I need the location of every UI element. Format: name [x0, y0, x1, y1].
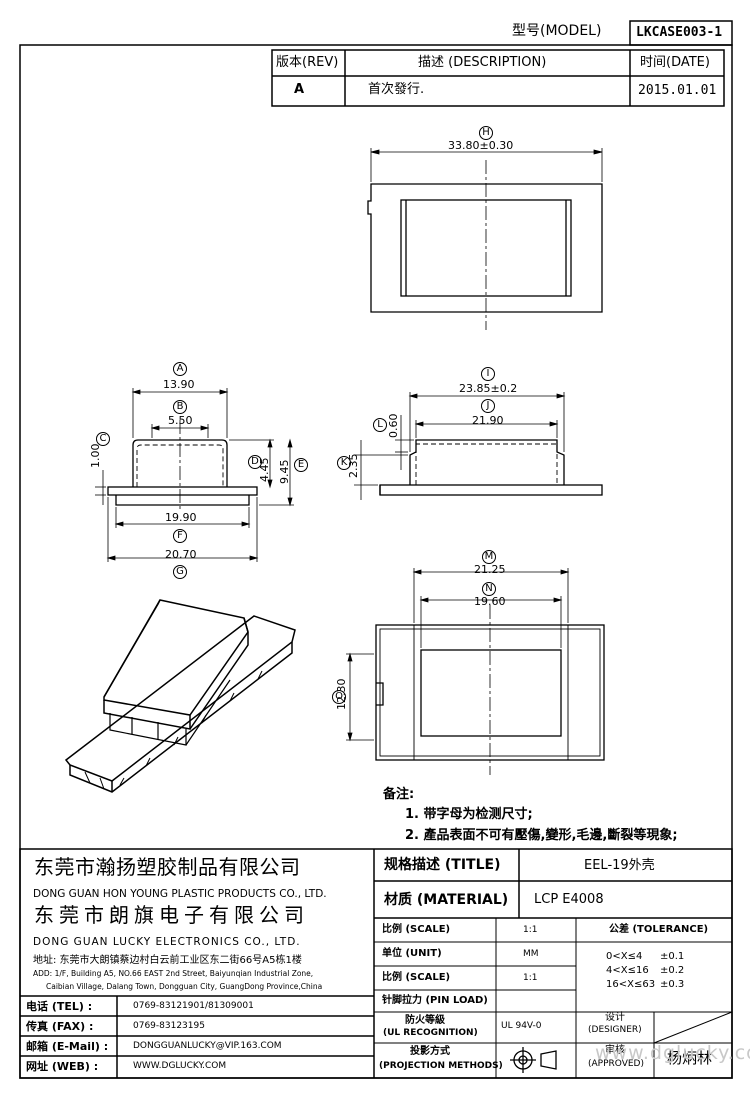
company-en-2: DONG GUAN LUCKY ELECTRONICS CO., LTD. [33, 936, 301, 948]
address-en-2: Caibian Village, Dalang Town, Dongguan C… [46, 982, 323, 991]
web-value[interactable]: WWW.DGLUCKY.COM [133, 1061, 227, 1071]
dim-a-tag: A [173, 362, 187, 376]
dim-b-value: 5.50 [168, 414, 193, 427]
desc-label: 描述 (DESCRIPTION) [418, 55, 547, 70]
fire-value: UL 94V-0 [501, 1021, 542, 1031]
tel-label: 电话 (TEL) : [26, 1000, 93, 1013]
bottom-view [375, 605, 605, 775]
address-en-1: ADD: 1/F, Building A5, NO.66 EAST 2nd St… [33, 969, 314, 978]
tolerance-label: 公差 (TOLERANCE) [609, 924, 709, 935]
scale2-value: 1:1 [523, 973, 538, 983]
dim-k-value: 2.35 [347, 453, 360, 479]
fire-label-2: (UL RECOGNITION) [383, 1028, 478, 1038]
dim-c-tag: C [96, 432, 110, 446]
rev-value: A [294, 82, 305, 97]
company-en-1: DONG GUAN HON YOUNG PLASTIC PRODUCTS CO.… [33, 888, 327, 900]
scale-value: 1:1 [523, 925, 538, 935]
dim-c-value: 1.00 [89, 443, 102, 469]
desc-value: 首次發行. [368, 82, 425, 97]
fire-label-1: 防火等級 [405, 1015, 445, 1026]
material-label: 材质 (MATERIAL) [384, 892, 509, 908]
dim-h-tag: H [479, 126, 493, 140]
tol-range-2: 4<X≤16 [606, 965, 649, 976]
dim-j-value: 21.90 [472, 414, 504, 427]
top-view [367, 160, 603, 330]
tol-value-2: ±0.2 [660, 965, 685, 976]
dim-o-value: 12.30 [335, 678, 348, 711]
company-cn-2: 东莞市朗旗电子有限公司 [34, 903, 309, 927]
unit-label: 单位 (UNIT) [382, 948, 442, 959]
title-label: 规格描述 (TITLE) [384, 857, 501, 873]
date-value: 2015.01.01 [638, 83, 717, 98]
rev-label: 版本(REV) [276, 55, 339, 70]
front-view [107, 420, 258, 512]
web-label: 网址 (WEB) : [26, 1060, 99, 1073]
watermark: www.dglucky.com [595, 1042, 750, 1064]
dim-e-value: 9.45 [278, 459, 291, 485]
dim-a-value: 13.90 [163, 378, 195, 391]
dim-i-tag: I [481, 367, 495, 381]
tol-range-1: 0<X≤4 [606, 951, 643, 962]
email-value[interactable]: DONGGUANLUCKY@VIP.163.COM [133, 1041, 282, 1051]
designer-label-1: 设计 [605, 1012, 625, 1023]
dim-m-value: 21.25 [474, 563, 506, 576]
approved-label-1: 审核 [605, 1045, 625, 1056]
dim-i-value: 23.85±0.2 [459, 382, 518, 395]
projection-symbol-icon [510, 1047, 557, 1073]
dim-o-tag: O [332, 690, 346, 704]
address-cn: 地址: 东莞市大朗镇蔡边村白云前工业区东二街66号A5栋1楼 [33, 955, 302, 966]
dim-n-tag: N [482, 582, 496, 596]
dim-e-tag: E [294, 458, 308, 472]
fax-label: 传真 (FAX) : [26, 1020, 94, 1033]
dim-b-tag: B [173, 400, 187, 414]
scale-label: 比例 (SCALE) [382, 924, 451, 935]
dim-f-value: 19.90 [165, 511, 197, 524]
notes-line-1: 1. 带字母为检测尺寸; [405, 807, 533, 822]
dim-l-tag: L [373, 418, 387, 432]
tol-value-1: ±0.1 [660, 951, 685, 962]
model-box [629, 20, 733, 46]
designer-label-2: (DESIGNER) [588, 1025, 642, 1035]
fax-value: 0769-83123195 [133, 1021, 205, 1031]
dim-g-value: 20.70 [165, 548, 197, 561]
dim-f-tag: F [173, 529, 187, 543]
model-value: LKCASE003-1 [636, 25, 723, 40]
tol-value-3: ±0.3 [660, 979, 685, 990]
notes-line-2: 2. 產品表面不可有壓傷,變形,毛邊,斷裂等現象; [405, 828, 678, 843]
approver-name: 杨炳林 [667, 1049, 713, 1067]
dim-j-tag: J [481, 399, 495, 413]
material-value: LCP E4008 [534, 892, 604, 907]
dim-n-value: 19.60 [474, 595, 506, 608]
dim-g-tag: G [173, 565, 187, 579]
model-label: 型号(MODEL) [512, 23, 602, 39]
pin-load-label: 针脚拉力 (PIN LOAD) [382, 995, 488, 1006]
company-cn-1: 东莞市瀚扬塑胶制品有限公司 [34, 855, 301, 879]
side-view [379, 439, 603, 496]
isometric-view [64, 599, 296, 793]
proj-label-2: (PROJECTION METHODS) [379, 1061, 503, 1071]
scale2-label: 比例 (SCALE) [382, 972, 451, 983]
dim-d-value: 4.45 [258, 457, 271, 483]
unit-value: MM [523, 949, 539, 959]
dim-m-tag: M [482, 550, 496, 564]
date-label: 时间(DATE) [640, 55, 710, 70]
dim-h-value: 33.80±0.30 [448, 139, 514, 152]
approved-label-2: (APPROVED) [588, 1059, 644, 1069]
title-value: EEL-19外壳 [584, 858, 655, 873]
email-label: 邮箱 (E-Mail) : [26, 1040, 109, 1053]
tel-value: 0769-83121901/81309001 [133, 1001, 254, 1011]
notes-title: 备注: [383, 787, 415, 802]
dim-d-tag: D [248, 455, 262, 469]
dim-l-value: 0.60 [387, 413, 400, 439]
dim-k-tag: K [337, 456, 351, 470]
proj-label-1: 投影方式 [410, 1046, 450, 1057]
revision-table [271, 49, 725, 107]
tol-range-3: 16<X≤63 [606, 979, 656, 990]
title-block [19, 848, 733, 1079]
